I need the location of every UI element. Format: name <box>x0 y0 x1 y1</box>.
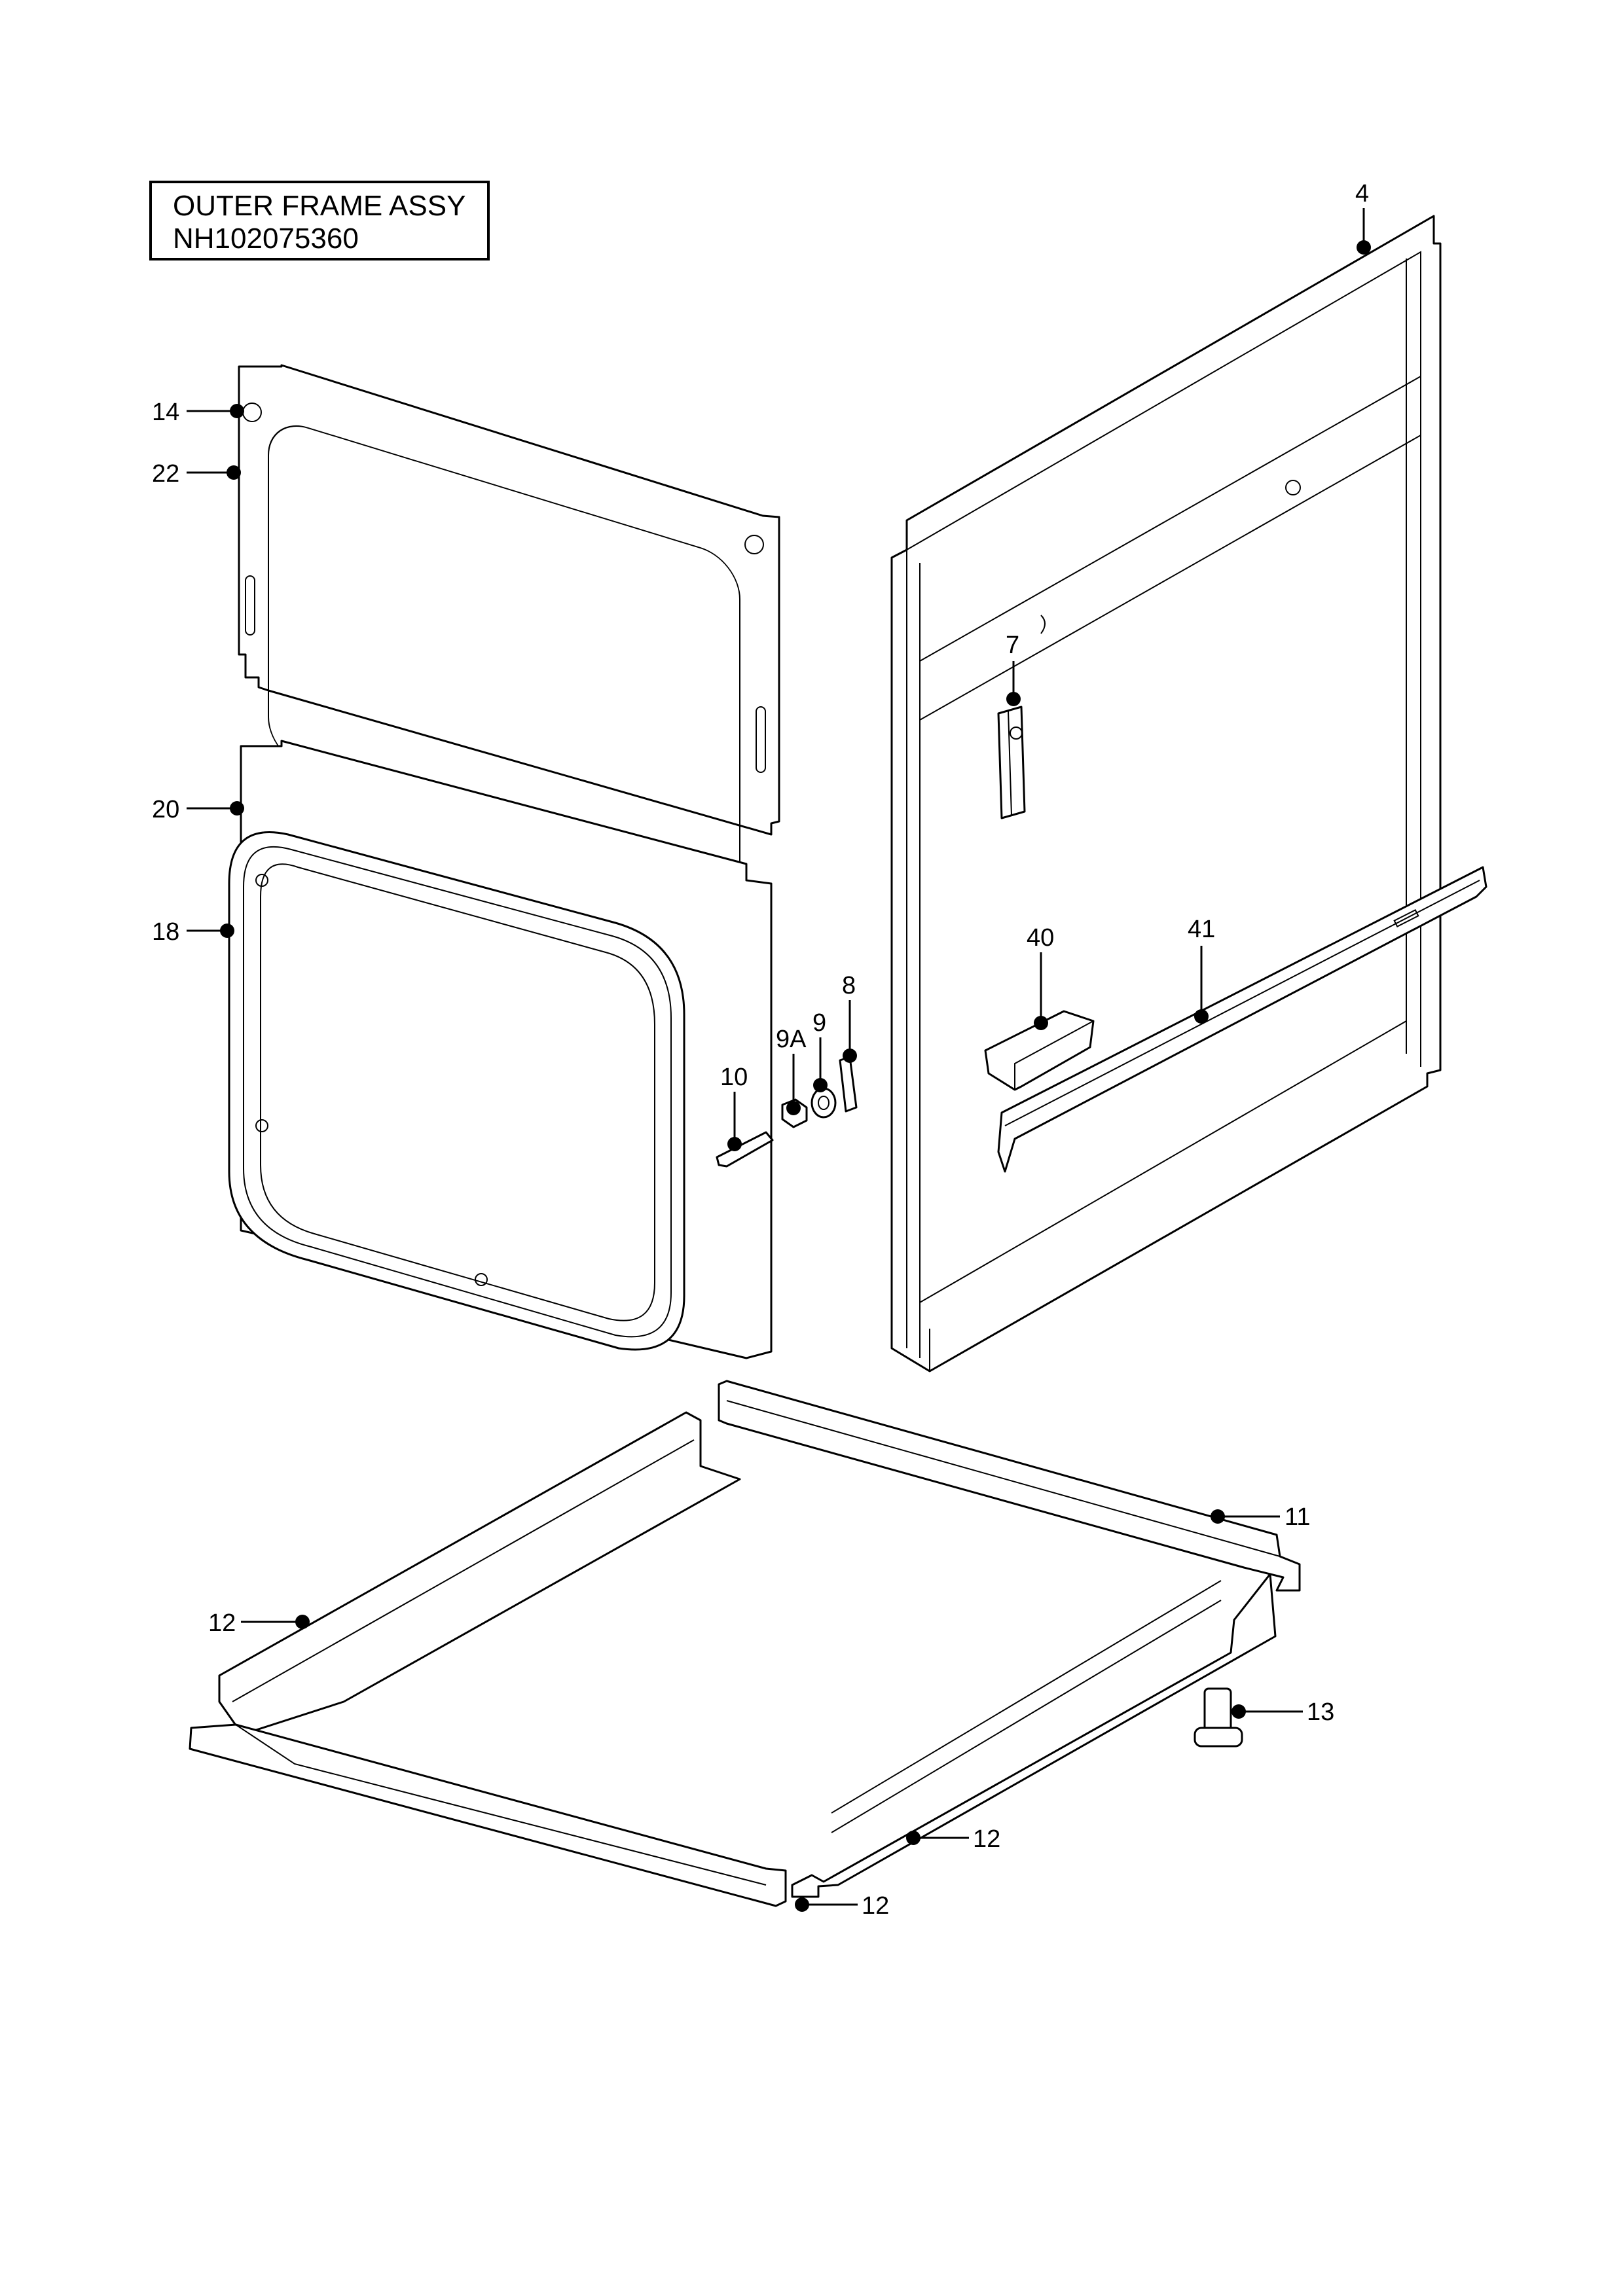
leader-22 <box>187 465 241 480</box>
callout-9a: 9A <box>776 1026 807 1053</box>
callout-41: 41 <box>1188 916 1215 943</box>
leader-9a <box>786 1054 801 1115</box>
callout-20: 20 <box>152 796 179 823</box>
callout-22: 22 <box>152 460 179 488</box>
part-4-side-panel <box>890 215 1442 1372</box>
callout-11: 11 <box>1285 1503 1310 1531</box>
callout-7: 7 <box>1006 632 1019 659</box>
callout-40: 40 <box>1027 924 1054 952</box>
leader-41 <box>1194 946 1209 1024</box>
callout-8: 8 <box>842 972 856 999</box>
leader-12c <box>795 1897 858 1912</box>
title-box: OUTER FRAME ASSY NH102075360 <box>149 181 490 260</box>
callout-14: 14 <box>152 399 179 426</box>
leader-40 <box>1034 952 1048 1030</box>
leader-14 <box>187 404 244 418</box>
part-10-screw <box>716 1131 774 1168</box>
callout-12c: 12 <box>862 1892 889 1920</box>
part-12-left-rail <box>218 1411 741 1736</box>
part-12-right-rail <box>791 1573 1277 1898</box>
leader-10 <box>727 1092 742 1151</box>
part-7-bracket <box>997 706 1026 819</box>
callout-13: 13 <box>1307 1698 1334 1726</box>
part-18-gasket <box>228 831 685 1351</box>
callout-12b: 12 <box>973 1825 1000 1853</box>
leader-8 <box>843 1000 857 1063</box>
callout-12a: 12 <box>208 1609 236 1637</box>
leader-7 <box>1006 661 1021 706</box>
leader-9 <box>813 1037 828 1092</box>
callout-10: 10 <box>720 1064 748 1091</box>
leader-18 <box>187 924 234 938</box>
leader-12a <box>241 1615 310 1629</box>
part-22-top-plate <box>238 364 780 891</box>
leader-11 <box>1211 1509 1280 1524</box>
part-40-channel <box>984 1010 1095 1091</box>
leader-20 <box>187 801 244 816</box>
part-8-pin <box>839 1056 858 1113</box>
leader-4 <box>1357 208 1371 255</box>
assembly-name: OUTER FRAME ASSY <box>173 190 466 222</box>
part-12-front-rail <box>189 1723 787 1907</box>
part-13-foot <box>1194 1687 1243 1748</box>
leader-12b <box>906 1831 969 1845</box>
callout-18: 18 <box>152 918 179 946</box>
assembly-code: NH102075360 <box>173 223 359 255</box>
callout-9: 9 <box>812 1009 826 1037</box>
part-41-rail <box>997 866 1487 1173</box>
part-11-rear-rail <box>718 1380 1301 1592</box>
callout-4: 4 <box>1355 180 1369 207</box>
leader-13 <box>1231 1704 1303 1719</box>
part-9-washer <box>811 1087 837 1119</box>
